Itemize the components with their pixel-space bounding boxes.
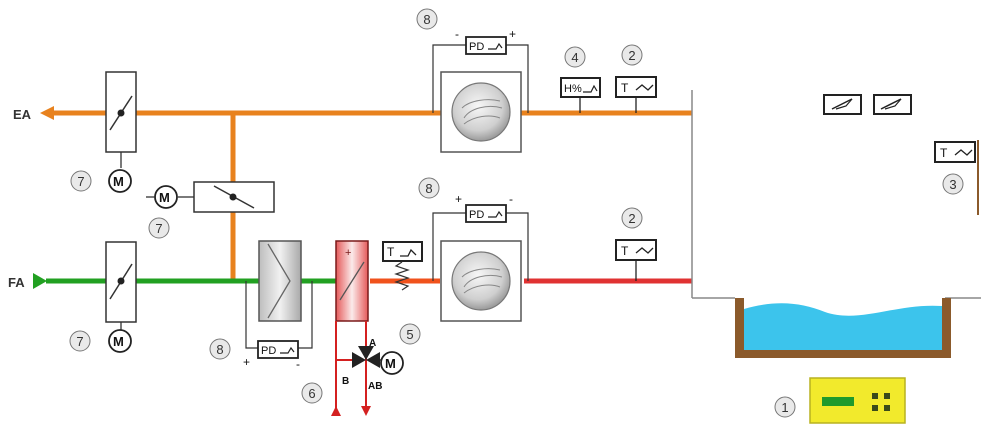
svg-text:A: A [369,338,376,349]
room-ceiling-sensor-2 [873,94,912,115]
svg-text:+: + [243,355,250,369]
heating-coil: + [335,240,369,322]
svg-text:4: 4 [571,50,578,65]
fresh-air-label: FA [8,275,25,290]
room-temperature-sensor: T [934,141,976,163]
svg-text:H%: H% [564,83,582,95]
exhaust-damper-motor: M [108,169,132,193]
svg-text:2: 2 [628,211,635,226]
exhaust-fan-pressure-switch: PD - + [432,27,529,113]
room-ceiling-sensor-1 [823,94,862,115]
callout-pd-filter: 8 [209,338,231,360]
svg-text:7: 7 [155,221,162,236]
exhaust-damper [105,71,137,168]
svg-text:M: M [159,190,170,205]
callout-pd-exhaust-fan: 8 [416,8,438,30]
svg-text:M: M [385,356,396,371]
supply-fan-pressure-switch: PD + - [432,192,529,281]
callout-pd-supply-fan: 8 [418,177,440,199]
svg-text:T: T [621,81,629,95]
svg-text:2: 2 [628,48,635,63]
svg-text:T: T [621,244,629,258]
svg-text:PD: PD [469,41,484,53]
svg-text:-: - [509,192,513,206]
svg-text:B: B [342,376,349,387]
three-way-valve: A B AB [342,338,382,392]
svg-text:T: T [940,146,948,160]
supply-temperature-sensor: T [615,239,657,281]
svg-text:1: 1 [781,400,788,415]
room-wall [691,90,981,299]
fresh-air-damper-motor: M [108,329,132,353]
callout-pump: 6 [301,382,323,404]
callout-damper-ea: 7 [70,170,92,192]
svg-text:AB: AB [368,381,382,392]
callout-exhaust-temp: 2 [621,44,643,66]
svg-text:8: 8 [423,12,430,27]
recirculation-damper [178,181,275,213]
callout-damper-fa: 7 [69,330,91,352]
svg-text:PD: PD [469,209,484,221]
svg-text:PD: PD [261,345,276,357]
svg-text:M: M [113,334,124,349]
svg-text:-: - [296,357,300,371]
svg-text:5: 5 [406,327,413,342]
callout-humidity: 4 [564,46,586,68]
exhaust-fan [440,71,522,153]
svg-text:+: + [509,27,516,41]
svg-text:-: - [455,27,459,41]
svg-text:6: 6 [308,386,315,401]
pool-controller [809,377,906,424]
svg-text:7: 7 [77,174,84,189]
callout-damper-mix: 7 [148,217,170,239]
callout-room-temp: 3 [942,173,964,195]
valve-actuator-motor: M [380,351,404,375]
heater-temperature-sensor: T [382,241,423,291]
exhaust-humidity-sensor: H% [560,77,601,113]
callout-supply-temp: 2 [621,207,643,229]
filter-pressure-switch: PD + - [243,281,313,371]
swimming-pool [735,298,951,358]
exhaust-air-label: EA [13,107,32,122]
svg-text:3: 3 [949,177,956,192]
svg-text:M: M [113,174,124,189]
fresh-air-damper [105,241,137,330]
recirculation-damper-motor: M [146,185,178,209]
supply-fan [440,240,522,322]
svg-text:7: 7 [76,334,83,349]
svg-text:8: 8 [216,342,223,357]
heating-water-pipes [331,321,371,416]
svg-text:T: T [387,245,395,259]
callout-controller: 1 [774,396,796,418]
exhaust-temperature-sensor: T [615,76,657,113]
svg-text:+: + [455,192,462,206]
svg-text:+: + [345,247,351,259]
air-filter [258,240,302,322]
svg-text:8: 8 [425,181,432,196]
callout-valve: 5 [399,323,421,345]
